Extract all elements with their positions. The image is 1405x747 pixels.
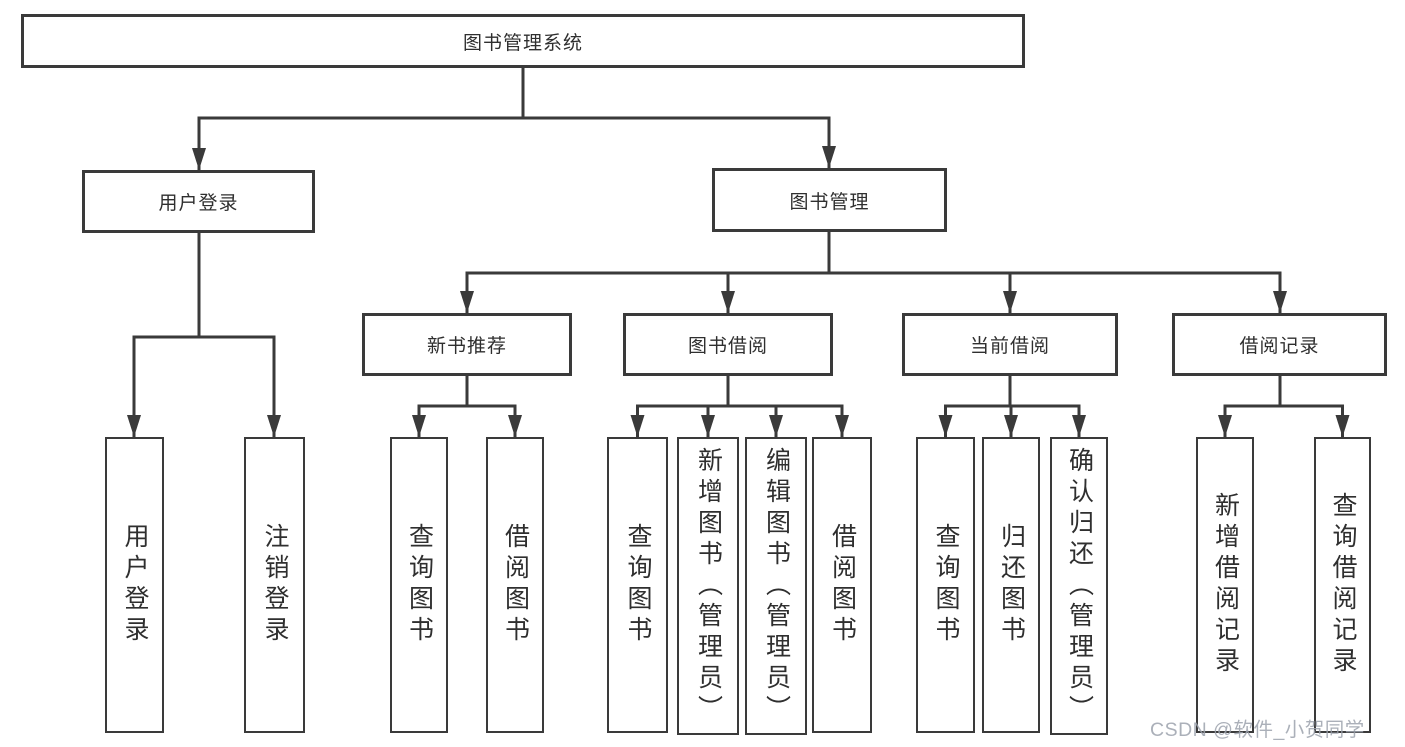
- node-leaf-add-books-admin-label: 新增图书（管理员）: [694, 446, 723, 726]
- node-leaf-add-borrow-record-label: 新增借阅记录: [1211, 492, 1240, 678]
- node-book-management: 图书管理: [712, 168, 947, 232]
- node-leaf-query-books-borrow-label: 查询图书: [624, 523, 652, 647]
- node-leaf-user-login-label: 用户登录: [121, 523, 149, 647]
- csdn-watermark: CSDN @软件_小贺同学: [1150, 719, 1365, 741]
- node-leaf-borrow-books-rec-label: 借阅图书: [501, 523, 530, 647]
- node-leaf-add-books-admin: 新增图书（管理员）: [677, 437, 739, 735]
- node-borrowing-records-label: 借阅记录: [1239, 336, 1320, 357]
- node-current-borrowing: 当前借阅: [902, 313, 1118, 376]
- node-leaf-query-books-borrow: 查询图书: [607, 437, 668, 733]
- node-leaf-logout-login-label: 注销登录: [261, 523, 289, 647]
- node-leaf-return-books: 归还图书: [982, 437, 1040, 733]
- node-leaf-user-login: 用户登录: [105, 437, 164, 733]
- node-leaf-edit-books-admin-label: 编辑图书（管理员）: [762, 446, 791, 726]
- node-root-system: 图书管理系统: [21, 14, 1025, 68]
- node-leaf-add-borrow-record: 新增借阅记录: [1196, 437, 1254, 733]
- node-leaf-query-borrow-record-label: 查询借阅记录: [1329, 492, 1357, 678]
- node-leaf-edit-books-admin: 编辑图书（管理员）: [745, 437, 807, 735]
- node-leaf-confirm-return-admin-label: 确认归还（管理员）: [1065, 446, 1094, 726]
- node-book-borrowing-label: 图书借阅: [687, 336, 768, 357]
- node-leaf-query-books-current-label: 查询图书: [932, 523, 960, 647]
- node-new-book-recommendation: 新书推荐: [362, 313, 572, 376]
- node-book-management-label: 图书管理: [789, 191, 870, 213]
- node-leaf-confirm-return-admin: 确认归还（管理员）: [1050, 437, 1108, 735]
- node-leaf-query-borrow-record: 查询借阅记录: [1314, 437, 1371, 733]
- node-leaf-query-books-rec-label: 查询图书: [405, 523, 434, 647]
- node-root-label: 图书管理系统: [462, 32, 583, 54]
- node-leaf-borrow-books-borrow: 借阅图书: [812, 437, 872, 733]
- node-leaf-logout-login: 注销登录: [244, 437, 305, 733]
- node-current-borrowing-label: 当前借阅: [969, 336, 1050, 357]
- node-leaf-return-books-label: 归还图书: [997, 523, 1026, 647]
- node-user-login: 用户登录: [82, 170, 315, 233]
- node-book-borrowing: 图书借阅: [623, 313, 833, 376]
- node-leaf-borrow-books-borrow-label: 借阅图书: [828, 523, 857, 647]
- node-leaf-query-books-rec: 查询图书: [390, 437, 448, 733]
- node-user-login-label: 用户登录: [158, 193, 239, 214]
- node-leaf-borrow-books-rec: 借阅图书: [486, 437, 544, 733]
- node-leaf-query-books-current: 查询图书: [916, 437, 975, 733]
- node-new-book-recommendation-label: 新书推荐: [426, 336, 507, 357]
- node-borrowing-records: 借阅记录: [1172, 313, 1387, 376]
